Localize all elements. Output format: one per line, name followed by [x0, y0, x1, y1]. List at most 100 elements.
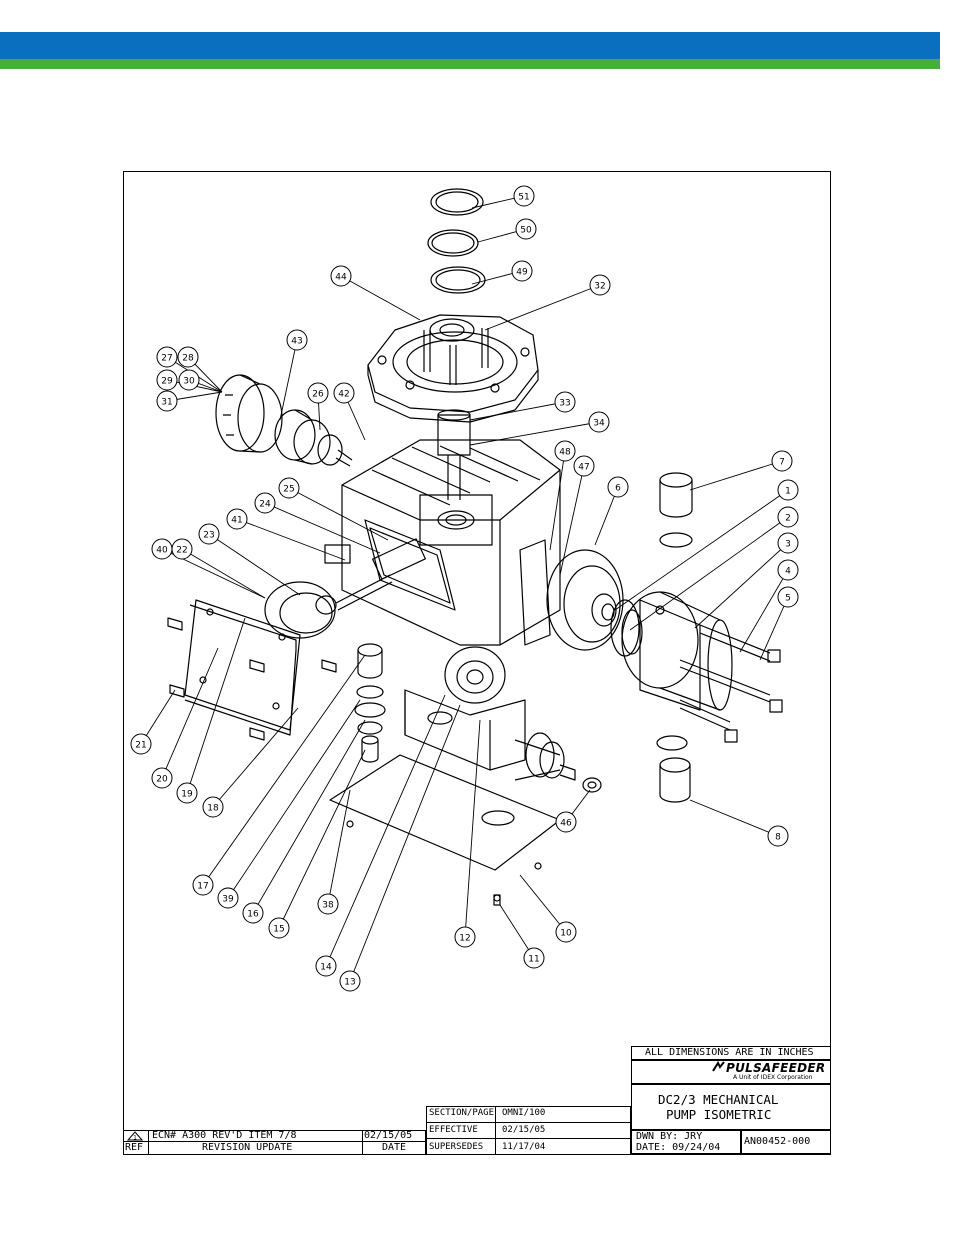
- drawing-date: DATE: 09/24/04: [636, 1142, 721, 1153]
- callout-label: 4: [785, 567, 791, 577]
- callout-19: 19: [176, 782, 198, 804]
- callout-5: 5: [777, 586, 799, 608]
- leader-line-41: [236, 518, 346, 561]
- callout-21: 21: [130, 733, 152, 755]
- leader-line-5: [759, 596, 789, 661]
- callout-label: 43: [291, 337, 302, 347]
- leader-line-17: [202, 654, 366, 886]
- callout-label: 21: [135, 741, 146, 751]
- leader-line-32: [484, 284, 601, 331]
- callout-label: 13: [344, 978, 355, 988]
- date-header: DATE: [382, 1142, 407, 1153]
- callout-label: 30: [183, 377, 195, 387]
- leader-line-12: [464, 719, 481, 938]
- lower-bracket: [404, 646, 576, 781]
- callout-38: 38: [317, 893, 339, 915]
- title-block-drawn-box: [631, 1130, 741, 1154]
- leader-line-8: [689, 799, 779, 837]
- callout-28: 28: [177, 346, 199, 368]
- header-band-green: [0, 59, 940, 69]
- callout-label: 20: [156, 775, 168, 785]
- callout-label: 3: [785, 540, 791, 550]
- vertical-shaft: [437, 409, 471, 500]
- callout-label: 25: [283, 485, 294, 495]
- pulsafeeder-logo-icon: [712, 1061, 725, 1072]
- callout-label: 22: [176, 546, 187, 556]
- leader-line-33: [469, 401, 566, 421]
- callout-29: 29: [156, 369, 178, 391]
- callout-20: 20: [151, 767, 173, 789]
- callout-label: 34: [593, 419, 605, 429]
- supersedes-label: SUPERSEDES: [429, 1142, 484, 1152]
- bearing-housing-right: [519, 539, 643, 657]
- revision-header: REVISION UPDATE: [202, 1142, 293, 1153]
- leader-line-43: [279, 339, 298, 421]
- leader-line-18: [212, 707, 299, 808]
- callout-label: 15: [273, 925, 284, 935]
- callout-label: 48: [559, 448, 571, 458]
- callout-label: 51: [518, 193, 529, 203]
- callout-23: 23: [198, 523, 220, 545]
- callout-label: 32: [594, 282, 605, 292]
- callout-16: 16: [242, 902, 264, 924]
- callout-label: 26: [312, 390, 324, 400]
- callout-label: 41: [231, 516, 242, 526]
- callout-11: 11: [523, 947, 545, 969]
- snap-ring-50: [427, 229, 479, 257]
- callout-label: 2: [785, 514, 791, 524]
- motor-adapter-assembly: [215, 374, 353, 467]
- callout-24: 24: [254, 492, 276, 514]
- leader-line-1: [614, 489, 789, 611]
- leader-line-3: [694, 542, 789, 629]
- leader-line-10: [519, 874, 567, 933]
- callout-39: 39: [217, 887, 239, 909]
- callout-label: 42: [338, 390, 349, 400]
- revision-date-col: [362, 1130, 426, 1155]
- callout-10: 10: [555, 921, 577, 943]
- drawing-number: AN00452-000: [744, 1136, 811, 1147]
- top-cover-plate: [367, 314, 539, 423]
- check-valve-upper: [659, 472, 693, 548]
- callout-3: 3: [777, 532, 799, 554]
- leader-line-47: [559, 465, 585, 576]
- callout-label: 14: [320, 963, 332, 973]
- revision-triangle-icon: 1: [127, 1131, 143, 1141]
- section-label: SECTION/PAGE: [429, 1108, 495, 1118]
- callout-label: 38: [322, 901, 334, 911]
- callout-8: 8: [767, 825, 789, 847]
- effective-label: EFFECTIVE: [429, 1125, 478, 1135]
- snap-ring-51: [430, 188, 484, 216]
- callout-31: 31: [156, 390, 178, 412]
- callout-32: 32: [589, 274, 611, 296]
- leader-line-14: [325, 694, 446, 967]
- leader-line-44: [340, 275, 421, 321]
- drawn-by: DWN BY: JRY: [636, 1131, 703, 1142]
- callout-7: 7: [771, 450, 793, 472]
- callout-15: 15: [268, 917, 290, 939]
- callout-12: 12: [454, 926, 476, 948]
- drawing-title-line2: PUMP ISOMETRIC: [666, 1107, 772, 1122]
- title-block-title-box: [631, 1084, 831, 1130]
- callout-label: 47: [578, 463, 589, 473]
- leader-line-25: [288, 487, 389, 541]
- callout-4: 4: [777, 559, 799, 581]
- leader-line-48: [549, 450, 566, 551]
- callout-22: 22: [171, 538, 193, 560]
- callout-46: 46: [555, 811, 577, 833]
- leader-line-39: [227, 699, 361, 899]
- title-block-number-box: [741, 1130, 831, 1154]
- callout-49: 49: [511, 260, 533, 282]
- leader-line-4: [739, 569, 789, 653]
- gearbox-housing: [324, 439, 561, 646]
- callout-label: 1: [785, 487, 791, 497]
- callout-13: 13: [339, 970, 361, 992]
- callout-label: 11: [528, 955, 539, 965]
- callout-label: 28: [182, 354, 194, 364]
- callout-14: 14: [315, 955, 337, 977]
- callout-label: 40: [156, 546, 168, 556]
- leader-line-38: [327, 789, 351, 905]
- callout-26: 26: [307, 382, 329, 404]
- callout-label: 29: [161, 377, 173, 387]
- leader-line-24: [264, 502, 381, 554]
- callout-label: 50: [520, 226, 532, 236]
